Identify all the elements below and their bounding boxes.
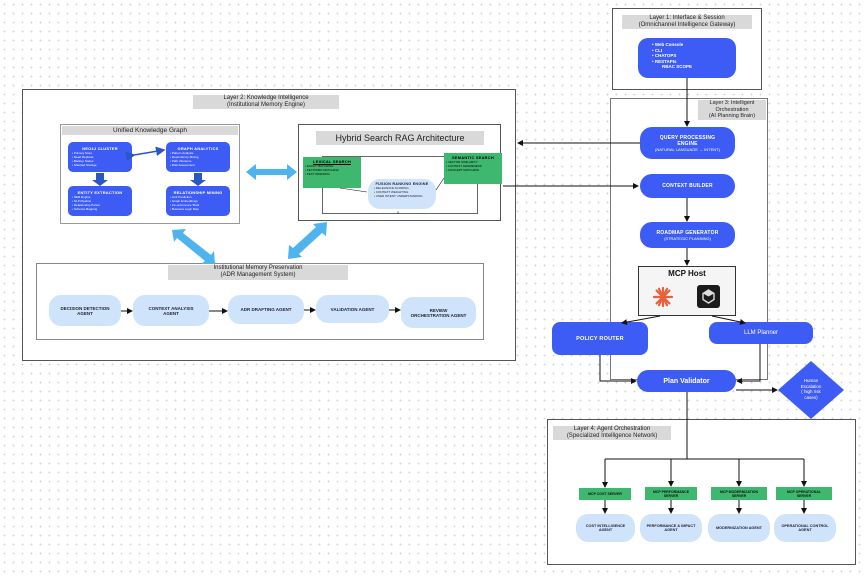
llm-planner: LLM Planner bbox=[709, 322, 813, 344]
layer2-header: Layer 2: Knowledge Intelligence(Institut… bbox=[193, 95, 339, 109]
ukg-title: Unified Knowledge Graph bbox=[62, 126, 238, 135]
semantic-search-box: SEMANTIC SEARCH • VECTOR SIMILARITY • CO… bbox=[444, 153, 502, 184]
arrow-policy-to-validator bbox=[599, 355, 637, 384]
imp-header: Institutional Memory Preservation(ADR Ma… bbox=[168, 265, 348, 280]
entity-extraction-box: ENTITY EXTRACTION • NER Engine • NLP Pip… bbox=[68, 186, 132, 216]
adr-drafting-agent: ADR DRAFTING AGENT bbox=[228, 295, 304, 324]
graph-analytics-box: GRAPH ANALYTICS • Pattern Analysis • Dep… bbox=[166, 142, 230, 172]
arrow-neo4j-graph bbox=[125, 146, 166, 162]
arrow-ukg-rag bbox=[246, 164, 297, 180]
relationship-mining-box: RELATIONSHIP MINING • Link Prediction • … bbox=[166, 186, 230, 216]
policy-router: POLICY ROUTER bbox=[552, 322, 648, 355]
layer1-header: Layer 1: Interface & Session(Omnichannel… bbox=[622, 15, 752, 29]
rag-title: Hybrid Search RAG Architecture bbox=[316, 131, 484, 145]
mcp-host-title: MCP Host bbox=[668, 269, 706, 278]
human-escalation-diamond bbox=[778, 361, 844, 419]
arrow-ukg-imp bbox=[172, 229, 215, 264]
query-processing-engine: QUERY PROCESSING ENGINE (NATURAL LANGUAG… bbox=[640, 127, 735, 159]
arrow-mcp-to-llm bbox=[711, 315, 746, 325]
neo4j-cluster-box: NEO4J CLUSTER • Primary Store • Read Rep… bbox=[68, 142, 132, 172]
modernization-agent: MODERNIZATION AGENT bbox=[708, 514, 770, 542]
rag-number-label: 5 bbox=[397, 210, 400, 215]
arrow-graph-to-rel bbox=[190, 173, 206, 186]
validation-agent: VALIDATION AGENT bbox=[316, 295, 389, 323]
layer4-header: Layer 4: Agent Orchestration(Specialized… bbox=[553, 426, 671, 440]
plan-validator: Plan Validator bbox=[637, 370, 736, 392]
arrow-llm-to-validator bbox=[736, 344, 761, 384]
fusion-ranking-engine: FUSION RANKING ENGINE • RELEVANCE SCORIN… bbox=[368, 179, 436, 209]
interface-channels-box: • Web Console • CLI • CHATOPS • RESTAPIs… bbox=[638, 38, 736, 78]
mcp-cost-server: MCP COST SERVER bbox=[579, 488, 631, 500]
arrow-neo4j-to-entity bbox=[92, 173, 108, 186]
context-builder: CONTEXT BUILDER bbox=[640, 174, 735, 198]
arrow-rag-imp bbox=[288, 222, 327, 259]
sunburst-logo-icon bbox=[652, 286, 674, 308]
roadmap-generator: ROADMAP GENERATOR (STRATEGIC PLANNING) bbox=[640, 222, 735, 248]
lexical-search-box: LEXICAL SEARCH • EXACT MATCHING • KEYWOR… bbox=[303, 157, 361, 188]
cursor-logo-icon bbox=[697, 285, 720, 308]
arrow-mcp-to-policy bbox=[621, 315, 661, 326]
